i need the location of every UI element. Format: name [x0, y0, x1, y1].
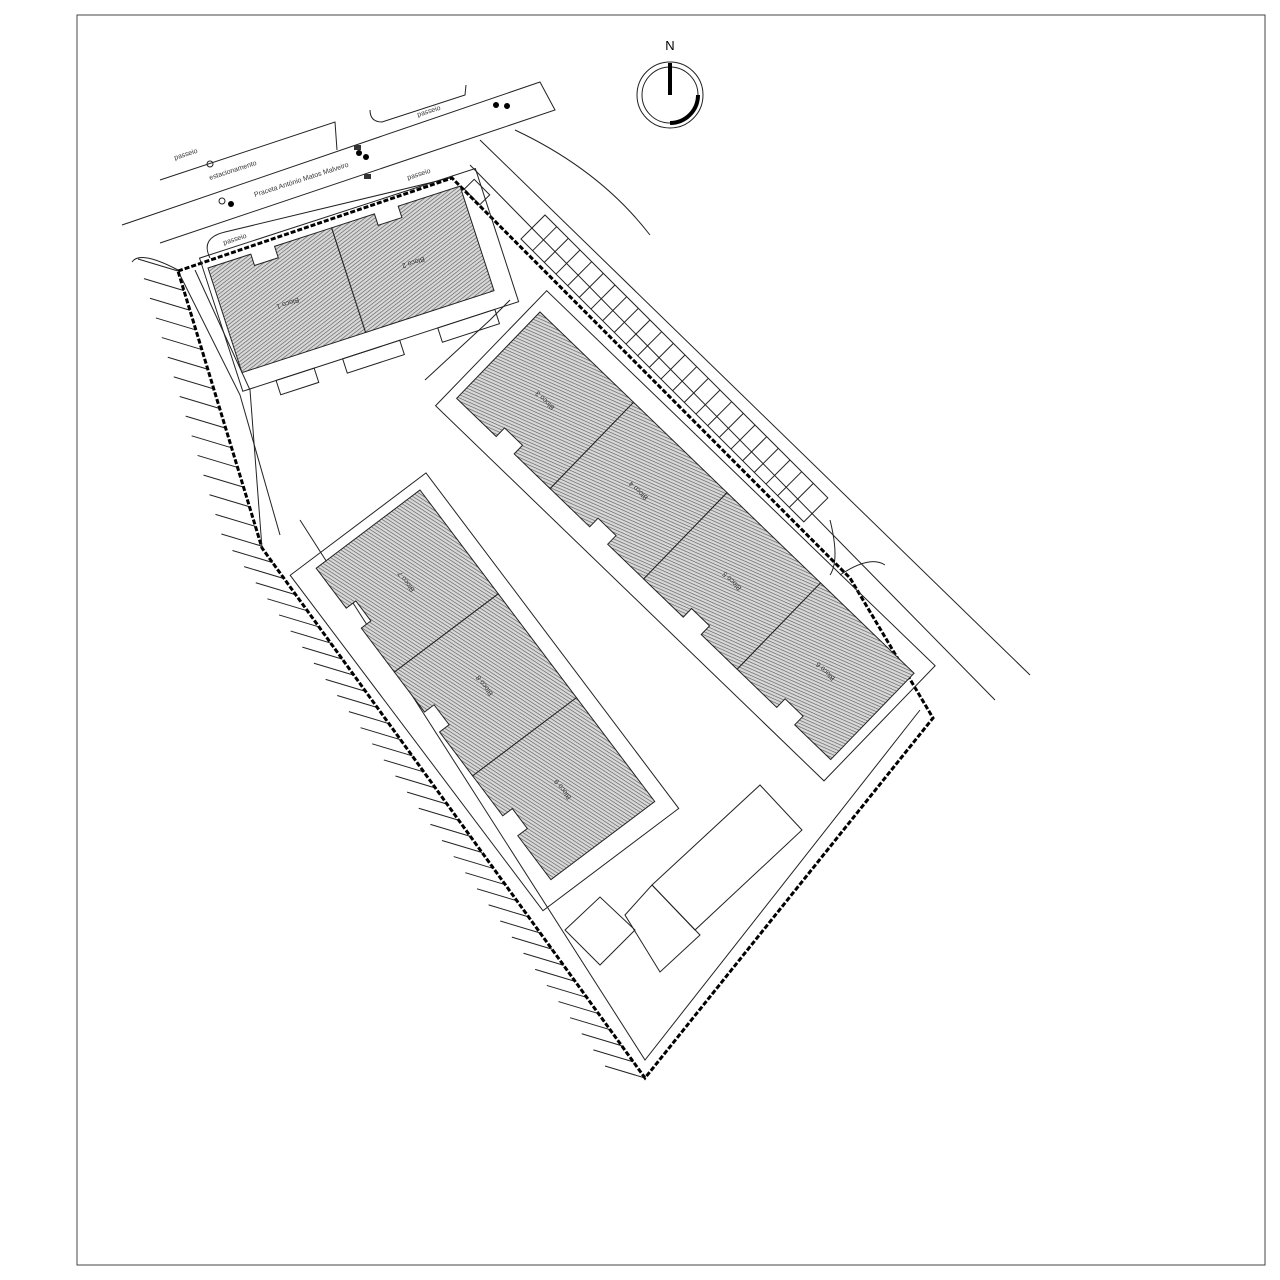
- embankment-hatch-line: [465, 872, 506, 886]
- embankment-hatch-line: [179, 396, 220, 409]
- embankment-hatch-line: [191, 435, 232, 449]
- building-block-1: Bloco 1: [207, 227, 367, 374]
- parking-stall-divider: [637, 331, 663, 357]
- embankment-hatch-line: [197, 454, 238, 468]
- embankment-hatch-line: [523, 952, 564, 966]
- parking-stall-divider: [788, 482, 814, 508]
- parking-stall-divider: [777, 471, 803, 497]
- embankment-hatch-line: [476, 888, 518, 902]
- north-arrow-icon: N: [636, 38, 704, 129]
- parking-stall-divider: [730, 424, 756, 450]
- passeio-label: passeio: [173, 148, 198, 162]
- embankment-hatch-line: [232, 550, 273, 563]
- embankment-hatch-line: [418, 807, 459, 821]
- embankment-hatch-line: [221, 533, 262, 547]
- parking-stall-divider: [590, 284, 616, 310]
- embankment-hatch-line: [267, 598, 308, 612]
- embankment-hatch-line: [383, 759, 424, 773]
- embankment-hatch-line: [569, 1017, 611, 1031]
- embankment-hatch-line: [360, 727, 401, 741]
- embankment-hatch-line: [290, 630, 331, 644]
- parking-stall-divider: [613, 307, 639, 333]
- parking-stall-divider: [625, 319, 651, 345]
- embankment-hatch-line: [203, 474, 244, 488]
- embankment-hatch-line: [593, 1049, 634, 1063]
- embankment-hatch-line: [500, 920, 541, 934]
- embankment-hatch-line: [511, 936, 553, 950]
- parking-stall-divider: [532, 226, 558, 252]
- embankment-hatch-line: [185, 415, 226, 429]
- parking-stall-divider: [707, 401, 733, 427]
- embankment-hatch-line: [453, 856, 494, 870]
- roads: [121, 81, 1031, 701]
- estacionamento-label: estacionamento: [208, 160, 257, 182]
- street-furniture: [206, 102, 510, 207]
- embankment-hatch-line: [161, 337, 202, 351]
- embankment-hatch-line: [535, 968, 576, 982]
- parking-stall-divider: [742, 436, 768, 462]
- embankment-hatch-line: [215, 513, 256, 527]
- annex-buildings: [424, 299, 803, 973]
- compass-north-label: N: [665, 38, 674, 53]
- embankment-hatch-line: [372, 743, 413, 757]
- embankment-hatch-line: [155, 317, 197, 331]
- embankment-hatch-line: [173, 376, 214, 390]
- parking-stall-divider: [578, 272, 604, 298]
- embankment-hatch-line: [441, 839, 483, 853]
- parking-stall-divider: [765, 459, 791, 485]
- embankment-hatch-line: [149, 297, 191, 311]
- building-block-6: Bloco 6: [736, 582, 915, 761]
- parking-stall-divider: [543, 237, 569, 263]
- embankment-hatch-line: [546, 984, 587, 998]
- building-block-9: Bloco 9: [471, 696, 656, 881]
- embankment-hatch-line: [558, 1001, 599, 1015]
- parking-stall-divider: [648, 342, 674, 368]
- embankment-hatch-line: [243, 566, 285, 580]
- parking-stall-divider: [660, 354, 686, 380]
- embankment-hatch-line: [348, 711, 390, 725]
- embankment-hatch-line: [167, 356, 208, 370]
- parking-stall-divider: [567, 261, 593, 287]
- embankment-hatch-line: [278, 614, 320, 628]
- parking-stall-divider: [555, 249, 581, 275]
- parking-stall-divider: [683, 377, 709, 403]
- embankment-hatch-line: [137, 258, 179, 272]
- embankment-hatching: [137, 258, 646, 1079]
- drawing-frame: [76, 14, 1266, 1266]
- building-block-2: Bloco 2: [331, 185, 495, 334]
- passeio-label: passeio: [222, 233, 247, 247]
- parking-stalls: [520, 214, 829, 523]
- embankment-hatch-line: [255, 582, 296, 596]
- embankment-hatch-line: [488, 904, 529, 918]
- passeio-label: passeio: [406, 168, 431, 182]
- embankment-hatch-line: [581, 1033, 622, 1047]
- street-name-label: Praceta António Matos Malveiro: [253, 162, 349, 199]
- parking-stall-divider: [672, 366, 698, 392]
- embankment-hatch-line: [325, 678, 366, 692]
- embankment-hatch-line: [337, 695, 378, 708]
- embankment-hatch-line: [313, 662, 355, 676]
- parking-stall-divider: [695, 389, 721, 415]
- embankment-hatch-line: [430, 823, 471, 837]
- embankment-hatch-line: [302, 646, 343, 660]
- embankment-hatch-line: [143, 278, 185, 292]
- embankment-hatch-line: [395, 775, 436, 789]
- parking-stall-divider: [718, 412, 744, 438]
- parking-stall-divider: [753, 447, 779, 473]
- parking-stall-divider: [602, 296, 628, 322]
- embankment-hatch-line: [406, 791, 448, 805]
- embankment-hatch-line: [209, 494, 250, 508]
- embankment-hatch-line: [604, 1065, 646, 1079]
